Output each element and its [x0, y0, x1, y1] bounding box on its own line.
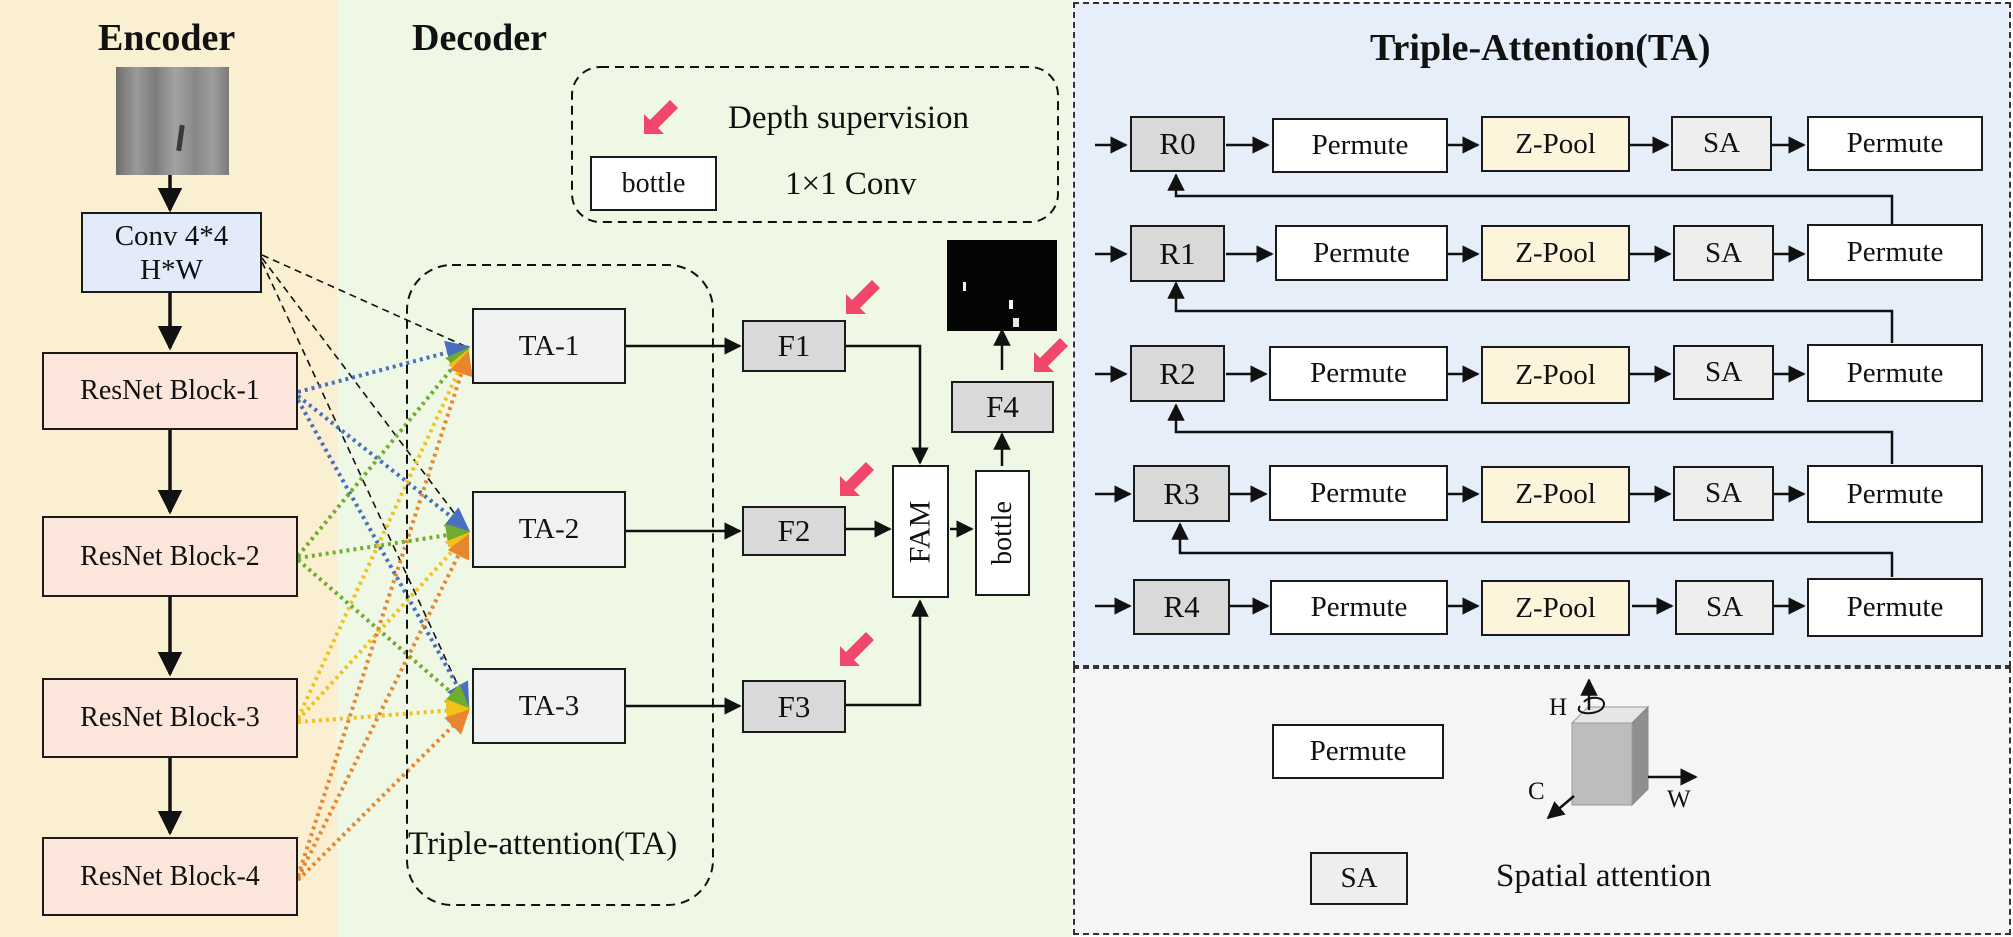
- output-mask-spot-2: [1009, 300, 1013, 309]
- block4-skip-lines: [296, 350, 473, 882]
- output-mask-image: [947, 240, 1057, 331]
- ta-row-4-permute-out: Permute: [1807, 578, 1983, 637]
- f4-supervision-arrow-icon: [1030, 336, 1070, 376]
- ta-row-4-r: R4: [1133, 579, 1230, 635]
- block2-skip-lines: [296, 347, 471, 709]
- axis-c-label: C: [1528, 778, 1545, 805]
- f1-box: F1: [742, 320, 846, 372]
- legend-permute-box: Permute: [1272, 724, 1444, 779]
- block3-skip-lines: [296, 348, 471, 724]
- decoder-legend-outline: [571, 66, 1059, 223]
- axis-h-label: H: [1549, 694, 1568, 721]
- ta-row-2-sa: SA: [1673, 345, 1774, 400]
- ta-row-4-permute-in: Permute: [1270, 580, 1448, 635]
- ta-row-2-zpool: Z-Pool: [1481, 346, 1630, 404]
- ta-row-1-r: R1: [1130, 225, 1225, 282]
- ta-row-2-permute-out: Permute: [1807, 344, 1983, 402]
- conv-1x1-label: 1×1 Conv: [785, 166, 917, 202]
- f1-supervision-arrow-icon: [842, 278, 882, 318]
- ta-row-3-permute-in: Permute: [1269, 465, 1448, 521]
- ta-row-1-zpool: Z-Pool: [1481, 225, 1630, 281]
- ta-row-3-sa: SA: [1673, 466, 1774, 521]
- conv-block-line2: H*W: [140, 253, 203, 286]
- resnet-block-3: ResNet Block-3: [42, 678, 298, 758]
- resnet-block-2: ResNet Block-2: [42, 516, 298, 597]
- ta-row-1-permute-out: Permute: [1807, 224, 1983, 281]
- output-mask-spot-1: [963, 282, 966, 291]
- ta-1-box: TA-1: [472, 308, 626, 384]
- ta-2-box: TA-2: [472, 491, 626, 568]
- input-image-crack: [176, 124, 185, 152]
- ta-group-label: Triple-attention(TA): [408, 826, 678, 862]
- ta-3-box: TA-3: [472, 668, 626, 744]
- output-mask-spot-3: [1013, 318, 1019, 327]
- ta-row-2-permute-in: Permute: [1269, 346, 1448, 401]
- input-image: [116, 67, 229, 175]
- ta-row-0-zpool: Z-Pool: [1481, 116, 1630, 172]
- fam-box: FAM: [892, 465, 949, 598]
- depth-supervision-label: Depth supervision: [728, 100, 970, 136]
- legend-panel: [1073, 667, 2011, 935]
- legend-sa-box: SA: [1310, 852, 1408, 905]
- decoder-title: Decoder: [412, 17, 548, 59]
- ta-group-outline: [406, 264, 714, 906]
- conv-block-line1: Conv 4*4: [114, 219, 229, 252]
- f3-box: F3: [742, 680, 846, 733]
- ta-row-0-permute-out: Permute: [1807, 116, 1983, 171]
- ta-row-1-sa: SA: [1673, 225, 1774, 281]
- resnet-block-4: ResNet Block-4: [42, 837, 298, 916]
- triple-attention-panel: [1073, 2, 2011, 667]
- spatial-attention-label: Spatial attention: [1496, 858, 1712, 894]
- decoder-arrows: [626, 328, 1011, 715]
- ta-row-arrows: [1095, 136, 1894, 615]
- ta-row-3-r: R3: [1133, 465, 1230, 522]
- ta-row-3-permute-out: Permute: [1807, 465, 1983, 523]
- ta-row-4-sa: SA: [1675, 580, 1774, 635]
- ta-row-0-permute-in: Permute: [1272, 118, 1448, 173]
- fam-label: FAM: [903, 500, 937, 563]
- axis-w-label: W: [1667, 786, 1691, 813]
- f4-box: F4: [951, 381, 1054, 433]
- encoder-title: Encoder: [98, 17, 236, 59]
- ta-row-1-permute-in: Permute: [1275, 225, 1448, 281]
- conv-skip-lines: [261, 254, 468, 706]
- ta-row-3-zpool: Z-Pool: [1481, 466, 1630, 523]
- resnet-block-1: ResNet Block-1: [42, 352, 298, 430]
- bottle-label: bottle: [986, 501, 1018, 565]
- conv-block: Conv 4*4 H*W: [81, 212, 262, 293]
- ta-row-0-r: R0: [1130, 116, 1225, 172]
- f3-supervision-arrow-icon: [836, 630, 876, 670]
- triple-attention-title: Triple-Attention(TA): [1370, 27, 1711, 69]
- ta-row-0-sa: SA: [1671, 116, 1772, 171]
- ta-row-2-r: R2: [1130, 345, 1225, 402]
- legend-bottle-box: bottle: [590, 156, 717, 211]
- f2-supervision-arrow-icon: [836, 460, 876, 500]
- depth-supervision-legend-arrow-icon: [640, 98, 680, 138]
- ta-row-4-zpool: Z-Pool: [1481, 580, 1630, 636]
- f2-box: F2: [742, 506, 846, 556]
- bottle-box: bottle: [975, 470, 1030, 596]
- axis-cube-illustration: [1546, 678, 1698, 820]
- block1-skip-lines: [296, 340, 471, 708]
